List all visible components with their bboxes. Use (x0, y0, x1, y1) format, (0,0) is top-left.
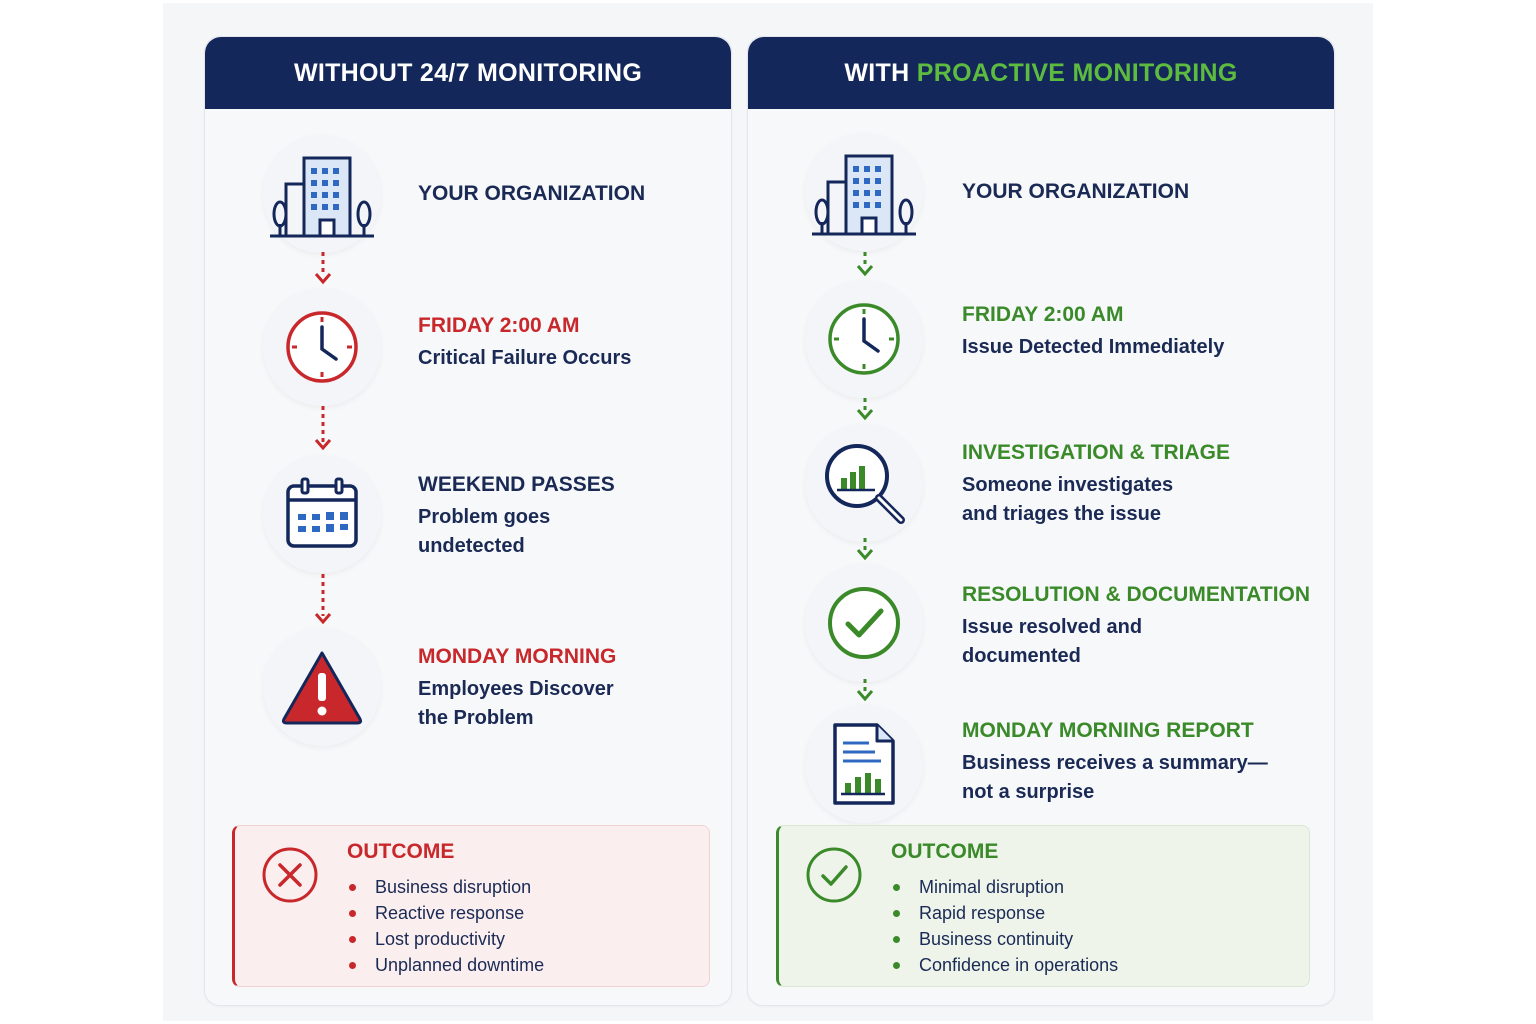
building-icon (263, 135, 381, 253)
right-step-desc: Business receives a summary— not a surpr… (962, 752, 1268, 803)
with-monitoring-title-prefix: WITH (844, 58, 917, 87)
right-step-title: INVESTIGATION & TRIAGE (962, 441, 1230, 464)
list-item: Reactive response (347, 900, 544, 926)
with-monitoring-title-highlight: PROACTIVE MONITORING (916, 58, 1238, 87)
right-step-title: FRIDAY 2:00 AM (962, 303, 1124, 326)
right-step-desc: Someone investigates and triages the iss… (962, 474, 1174, 525)
arrow-down-icon (856, 679, 874, 702)
list-item: Rapid response (891, 900, 1118, 926)
without-monitoring-title: WITHOUT 24/7 MONITORING (293, 58, 643, 87)
right-step-title: MONDAY MORNING REPORT (962, 719, 1254, 742)
list-item: Unplanned downtime (347, 952, 544, 978)
left-step-desc: Problem goes undetected (418, 506, 551, 557)
left-outcome-box: OUTCOME Business disruption Reactive res… (232, 825, 710, 987)
list-item: Business disruption (347, 874, 544, 900)
arrow-down-icon (856, 398, 874, 421)
clock-icon (805, 280, 923, 398)
right-step-title: YOUR ORGANIZATION (962, 180, 1190, 203)
calendar-icon (263, 455, 381, 573)
x-circle-icon (262, 847, 318, 903)
arrow-down-icon (314, 406, 332, 451)
with-monitoring-header: WITH PROACTIVE MONITORING (748, 37, 1334, 109)
left-outcome-title: OUTCOME (347, 840, 455, 863)
right-outcome-list: Minimal disruption Rapid response Busine… (891, 874, 1118, 978)
right-outcome-box: OUTCOME Minimal disruption Rapid respons… (776, 825, 1310, 987)
right-step-desc: Issue Detected Immediately (962, 336, 1225, 358)
check-circle-icon (806, 847, 862, 903)
left-step-desc: Critical Failure Occurs (418, 347, 632, 369)
left-step-desc: Employees Discover the Problem (418, 678, 614, 729)
clock-icon (263, 288, 381, 406)
warning-icon (263, 628, 381, 746)
arrow-down-icon (856, 538, 874, 561)
magnifier-chart-icon (805, 424, 923, 542)
left-step-title: WEEKEND PASSES (418, 473, 615, 496)
check-circle-icon (805, 564, 923, 682)
list-item: Minimal disruption (891, 874, 1118, 900)
list-item: Lost productivity (347, 926, 544, 952)
left-step-title: MONDAY MORNING (418, 645, 617, 668)
list-item: Confidence in operations (891, 952, 1118, 978)
arrow-down-icon (314, 574, 332, 625)
report-icon (805, 705, 923, 823)
left-outcome-list: Business disruption Reactive response Lo… (347, 874, 544, 978)
right-outcome-title: OUTCOME (891, 840, 999, 863)
list-item: Business continuity (891, 926, 1118, 952)
arrow-down-icon (856, 252, 874, 277)
arrow-down-icon (314, 252, 332, 285)
right-step-desc: Issue resolved and documented (962, 616, 1143, 667)
without-monitoring-header: WITHOUT 24/7 MONITORING (205, 37, 731, 109)
left-step-title: FRIDAY 2:00 AM (418, 314, 580, 337)
right-step-title: RESOLUTION & DOCUMENTATION (962, 583, 1311, 606)
left-step-title: YOUR ORGANIZATION (418, 182, 646, 205)
building-icon (805, 133, 923, 251)
